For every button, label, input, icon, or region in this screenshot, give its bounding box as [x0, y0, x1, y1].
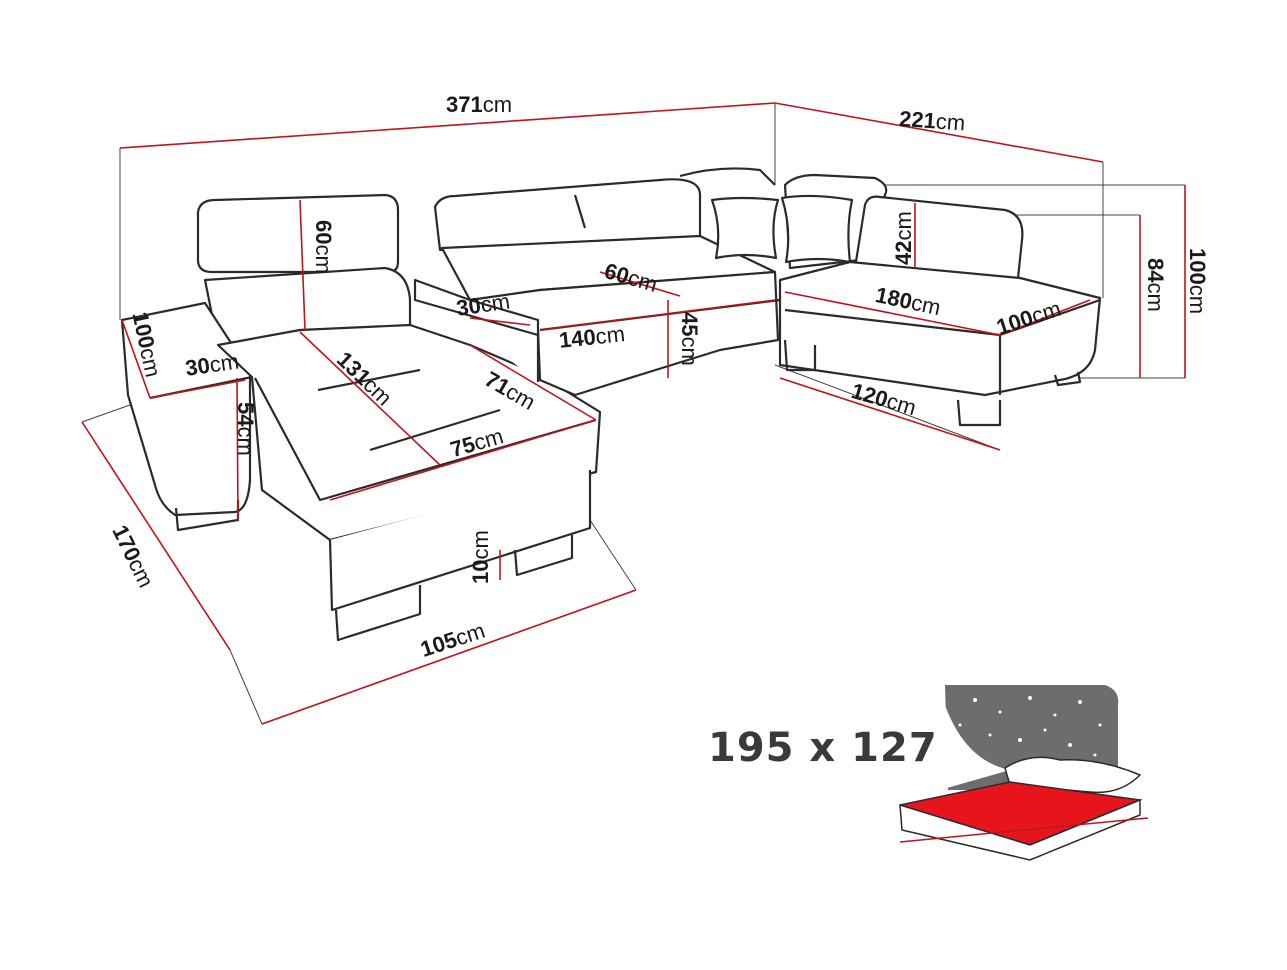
- dim-unit: cm: [594, 321, 627, 350]
- dimension-lines: [81, 102, 1186, 725]
- dim-value: 10: [468, 559, 493, 584]
- dim-unit: cm: [1143, 282, 1168, 312]
- sleeping-area-label: 195 x 127: [708, 725, 938, 771]
- dim-value: 60: [311, 220, 336, 245]
- dim-value: 84: [1143, 258, 1168, 283]
- dim-unit: cm: [891, 211, 916, 241]
- dim-right-height-arm: 84cm: [1143, 258, 1168, 312]
- dim-right-depth: 221cm: [898, 106, 967, 136]
- dim-left-arm-height: 54cm: [233, 402, 258, 456]
- dim-value: 371: [446, 92, 483, 117]
- dim-overall-width: 371cm: [446, 94, 512, 116]
- dim-value: 100: [1185, 248, 1210, 285]
- dim-unit: cm: [468, 530, 493, 560]
- dim-value: 42: [891, 240, 916, 265]
- dim-unit: cm: [478, 288, 512, 318]
- dim-value: 45: [677, 312, 702, 337]
- dim-unit: cm: [311, 244, 336, 274]
- dim-value: 54: [233, 402, 258, 427]
- dim-value: 221: [898, 106, 937, 134]
- dim-unit: cm: [1185, 284, 1210, 315]
- dim-unit: cm: [935, 108, 967, 136]
- dim-middle-seat-height: 45cm: [677, 312, 702, 366]
- bed-with-pillows-night-sky-icon: [899, 685, 1149, 861]
- sofa-outline: [120, 167, 1102, 642]
- dim-unit: cm: [207, 348, 241, 378]
- dim-right-height-back: 100cm: [1185, 248, 1210, 315]
- dim-unit: cm: [482, 92, 513, 117]
- dim-value: 140: [557, 324, 597, 353]
- dim-unit: cm: [677, 336, 702, 366]
- dim-right-headrest: 42cm: [891, 211, 916, 265]
- dim-left-headrest: 60cm: [311, 220, 336, 274]
- dim-leg-height: 10cm: [468, 530, 493, 584]
- dim-unit: cm: [233, 426, 258, 456]
